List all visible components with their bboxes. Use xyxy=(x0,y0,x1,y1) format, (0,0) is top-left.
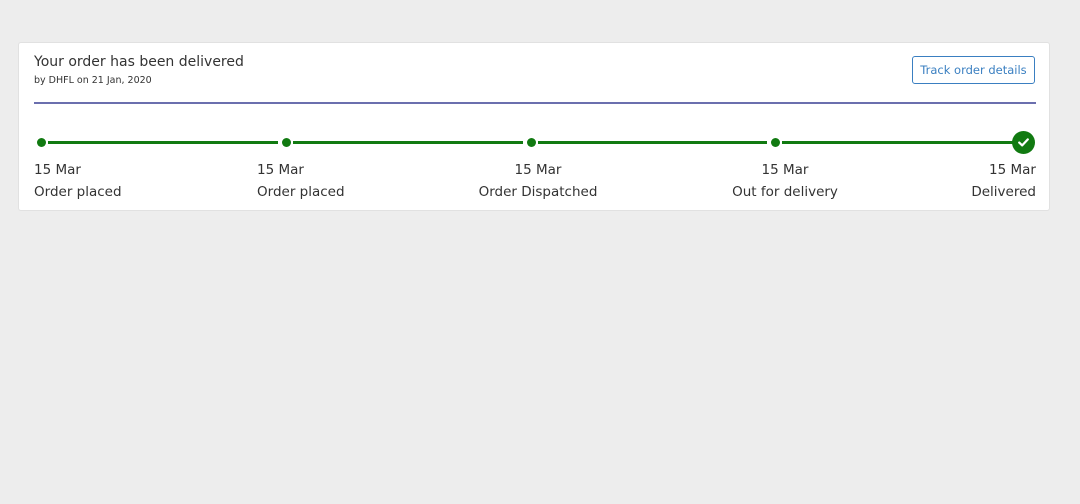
header-divider xyxy=(34,102,1036,104)
timeline-segment xyxy=(782,141,1014,144)
timeline-segment xyxy=(48,141,278,144)
track-order-details-button[interactable]: Track order details xyxy=(912,56,1035,84)
step-date: 15 Mar xyxy=(761,162,809,178)
step-dot-icon xyxy=(282,138,291,147)
check-icon xyxy=(1018,138,1029,147)
step-dot-icon xyxy=(37,138,46,147)
step-dot-icon xyxy=(527,138,536,147)
step-date: 15 Mar xyxy=(257,162,304,178)
order-status-subtitle: by DHFL on 21 Jan, 2020 xyxy=(34,75,152,86)
step-label: Out for delivery xyxy=(732,184,838,200)
step-label: Order placed xyxy=(257,184,345,200)
step-label: Delivered xyxy=(971,184,1036,200)
timeline-segment xyxy=(538,141,767,144)
step-label: Order Dispatched xyxy=(478,184,598,200)
step-dot-icon xyxy=(771,138,780,147)
step-date: 15 Mar xyxy=(34,162,81,178)
order-status-title: Your order has been delivered xyxy=(34,54,244,70)
step-date: 15 Mar xyxy=(514,162,562,178)
step-complete-badge xyxy=(1012,131,1035,154)
timeline-segment xyxy=(293,141,523,144)
order-status-card: Your order has been delivered by DHFL on… xyxy=(18,42,1050,211)
step-label: Order placed xyxy=(34,184,122,200)
step-date: 15 Mar xyxy=(989,162,1036,178)
